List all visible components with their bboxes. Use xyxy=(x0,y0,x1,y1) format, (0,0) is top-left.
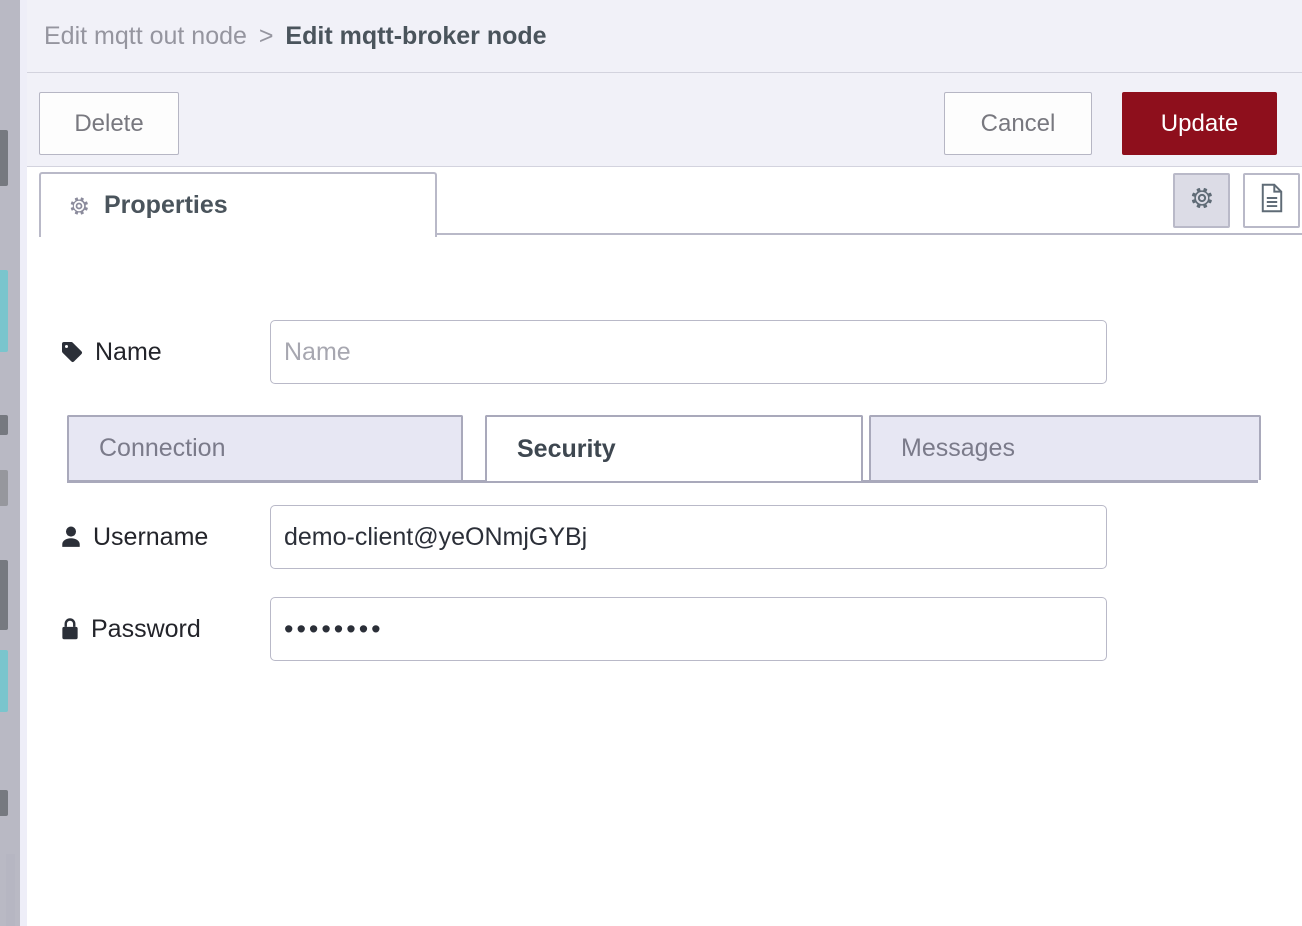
settings-icon-button[interactable] xyxy=(1173,173,1230,228)
password-input[interactable] xyxy=(270,597,1107,661)
password-label: Password xyxy=(60,615,270,644)
edit-node-dialog: Edit mqtt out node > Edit mqtt-broker no… xyxy=(20,0,1302,926)
editor-canvas-backdrop xyxy=(0,0,20,926)
canvas-node-fragment xyxy=(0,470,8,506)
form-row-username: Username xyxy=(60,505,1107,569)
form-row-name: Name xyxy=(60,320,1107,384)
tag-icon xyxy=(60,340,84,364)
tab-properties-label: Properties xyxy=(104,191,228,219)
tab-strip: Properties xyxy=(27,167,1302,237)
tab-properties[interactable]: Properties xyxy=(39,172,437,237)
subtab-connection[interactable]: Connection xyxy=(67,415,463,480)
form-row-password: Password xyxy=(60,597,1107,661)
canvas-node-fragment xyxy=(0,650,8,712)
name-label-text: Name xyxy=(95,337,162,366)
password-label-text: Password xyxy=(91,614,201,643)
username-label: Username xyxy=(60,523,270,552)
user-icon xyxy=(60,525,82,549)
update-button[interactable]: Update xyxy=(1122,92,1277,155)
subtab-security-label: Security xyxy=(517,434,616,463)
document-icon xyxy=(1259,183,1285,218)
delete-button[interactable]: Delete xyxy=(39,92,179,155)
dialog-toolbar: Delete Cancel Update xyxy=(27,73,1302,167)
canvas-node-fragment xyxy=(0,560,8,630)
name-input[interactable] xyxy=(270,320,1107,384)
username-input[interactable] xyxy=(270,505,1107,569)
subtab-messages[interactable]: Messages xyxy=(869,415,1261,480)
breadcrumb-parent[interactable]: Edit mqtt out node xyxy=(44,21,247,50)
canvas-node-fragment xyxy=(0,130,8,186)
subtab-strip: Connection Security Messages xyxy=(67,415,1277,483)
dialog-body: Name Connection Security Messages xyxy=(27,235,1302,926)
subtab-underline xyxy=(67,480,1258,483)
canvas-node-fragment xyxy=(0,415,8,435)
subtab-messages-label: Messages xyxy=(901,434,1015,462)
breadcrumb-current: Edit mqtt-broker node xyxy=(285,21,547,50)
dialog-header: Edit mqtt out node > Edit mqtt-broker no… xyxy=(27,0,1302,73)
subtab-security[interactable]: Security xyxy=(485,415,863,481)
username-label-text: Username xyxy=(93,522,209,551)
name-label: Name xyxy=(60,338,270,367)
canvas-node-fragment xyxy=(0,270,8,352)
tab-strip-underline xyxy=(435,233,1302,235)
cancel-button[interactable]: Cancel xyxy=(944,92,1092,155)
gear-icon xyxy=(1189,185,1215,216)
lock-icon xyxy=(60,617,80,641)
breadcrumb: Edit mqtt out node > Edit mqtt-broker no… xyxy=(44,22,547,51)
subtab-connection-label: Connection xyxy=(99,434,226,462)
gear-icon xyxy=(67,194,91,218)
breadcrumb-separator: > xyxy=(258,21,274,50)
document-icon-button[interactable] xyxy=(1243,173,1300,228)
canvas-node-fragment xyxy=(0,790,8,816)
canvas-scrollbar-thumb[interactable] xyxy=(6,854,15,926)
